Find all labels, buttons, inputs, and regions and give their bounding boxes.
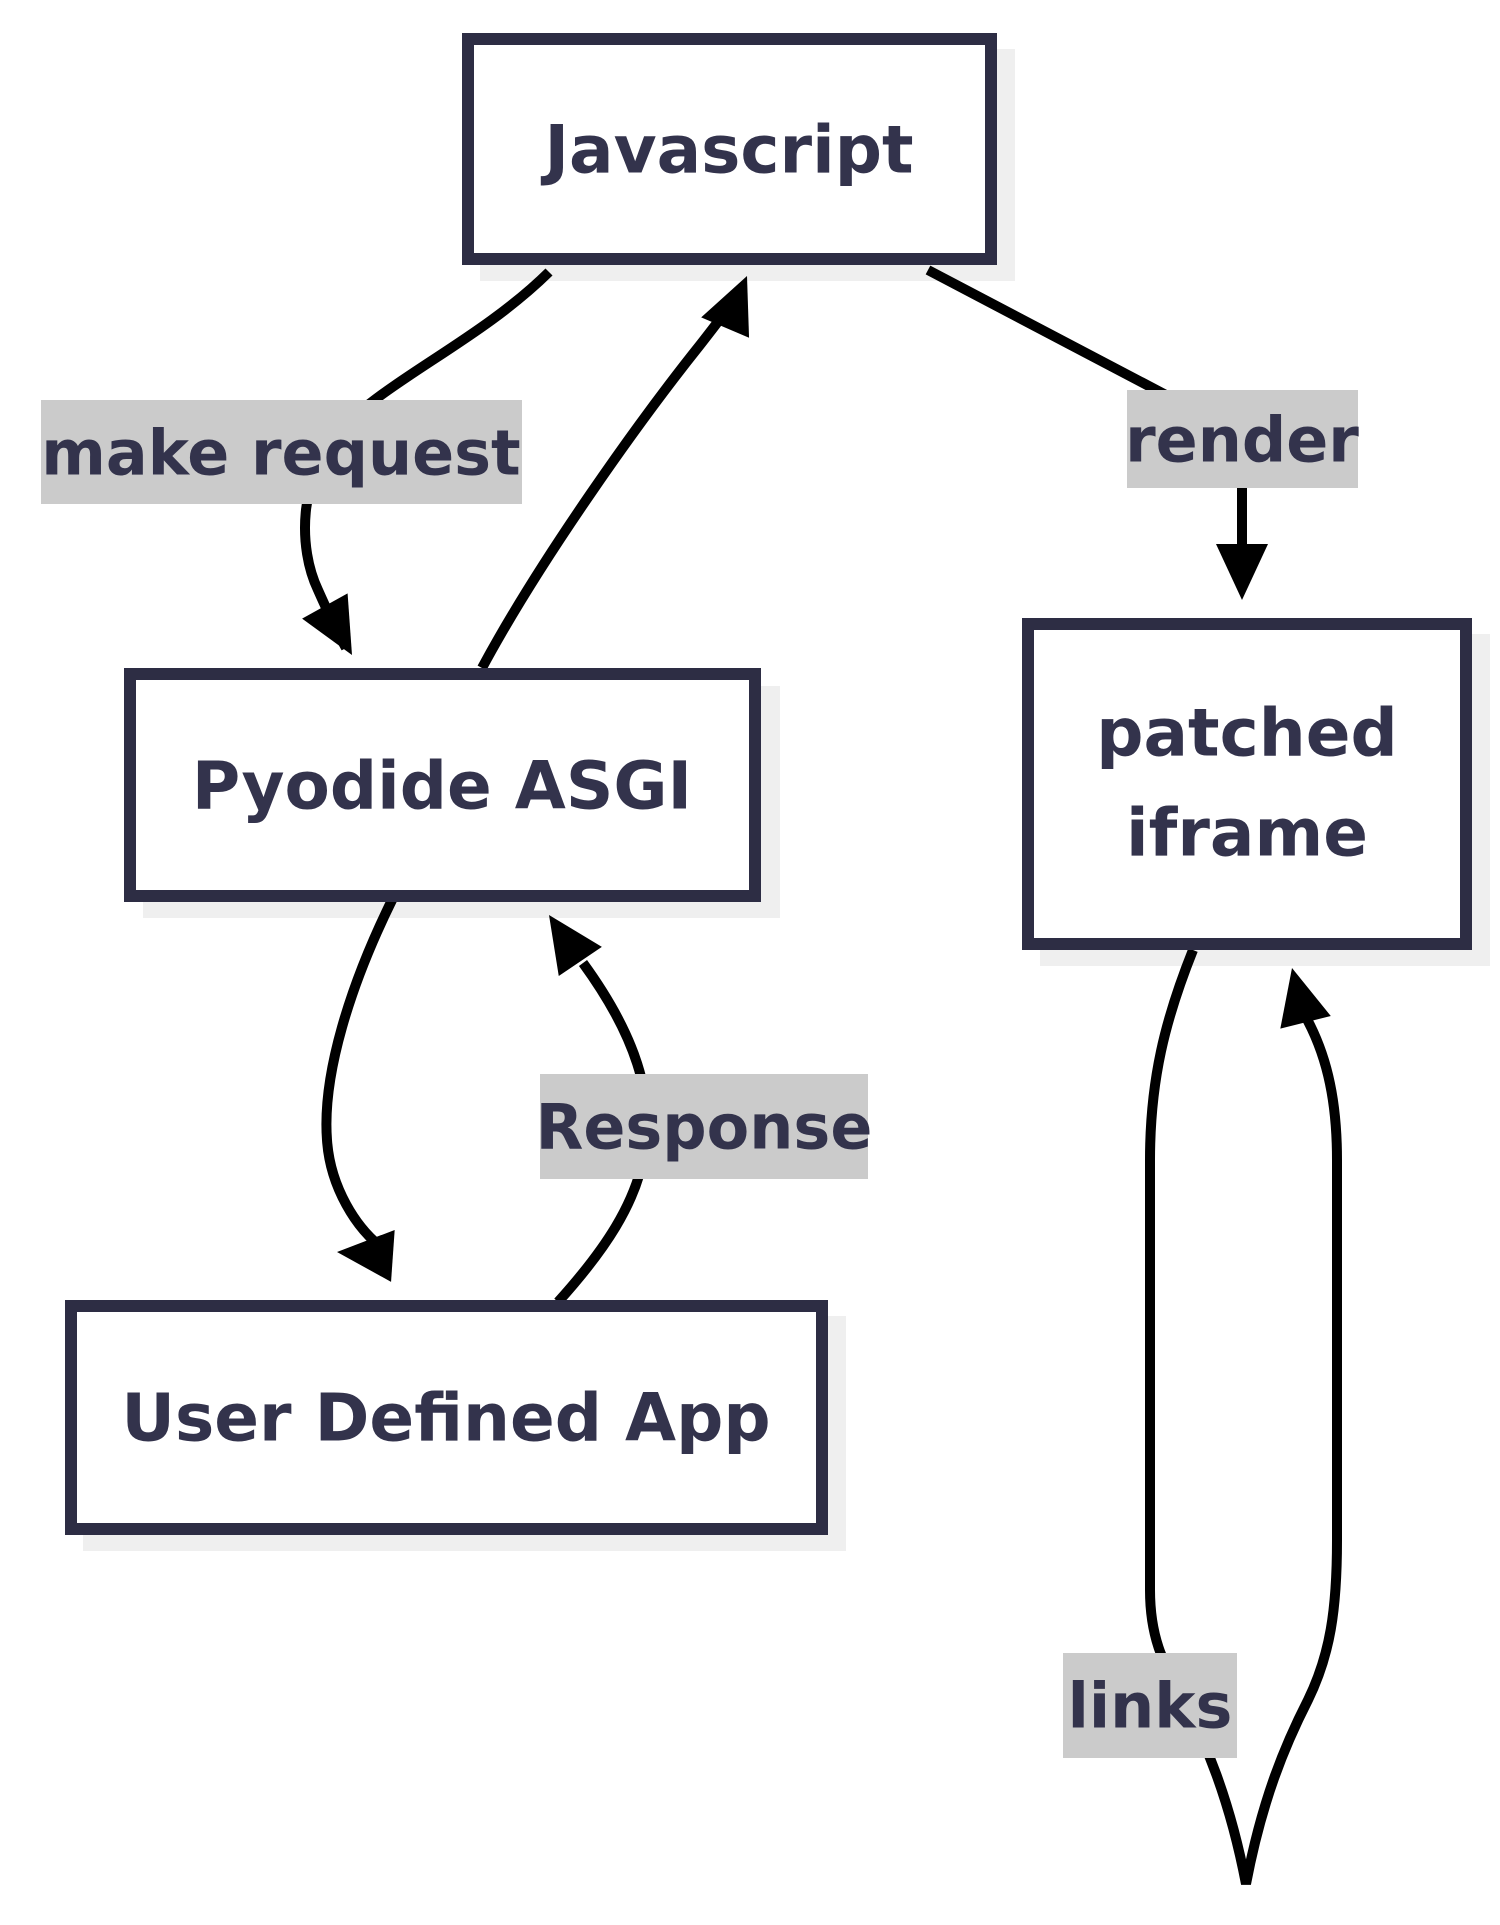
user-defined-app-node-box (65, 1300, 828, 1535)
arrowhead-links-icon (1280, 968, 1331, 1029)
render-label-bg (1127, 390, 1358, 488)
edge-label-response: Response (536, 1074, 873, 1179)
make-request-label-bg (41, 400, 522, 504)
user-defined-app-node-label: User Defined App (121, 1380, 770, 1457)
edge-label-render: render (1125, 390, 1359, 488)
response-label-text: Response (536, 1091, 873, 1164)
edge-label-make-request: make request (41, 400, 522, 504)
pyodide-asgi-node-box (124, 668, 761, 902)
arrowhead-render-icon (1216, 544, 1268, 600)
make-request-label-text: make request (41, 417, 520, 490)
node-javascript: Javascript (462, 33, 997, 265)
edge-label-links: links (1063, 1653, 1237, 1758)
edge-labels: make request render Response links (41, 390, 1359, 1758)
patched-iframe-node-label-line2: iframe (1126, 795, 1368, 872)
javascript-node-label: Javascript (540, 112, 913, 189)
arrowhead-return-icon (701, 276, 750, 338)
node-patched-iframe: patched iframe (1022, 618, 1472, 950)
pyodide-asgi-node-label: Pyodide ASGI (192, 748, 692, 825)
links-label-text: links (1068, 1670, 1233, 1743)
response-label-bg (540, 1074, 868, 1179)
edge-javascript-to-patched-iframe (925, 265, 1188, 410)
links-label-bg (1063, 1653, 1237, 1758)
patched-iframe-node-label-line1: patched (1096, 695, 1397, 772)
node-user-defined-app: User Defined App (65, 1300, 828, 1535)
arrowhead-make-request-icon (302, 593, 352, 655)
javascript-node-box (462, 33, 997, 265)
patched-iframe-node-box (1022, 618, 1472, 950)
render-label-text: render (1125, 404, 1359, 477)
arrowhead-to-user-app-icon (337, 1229, 395, 1282)
edge-patched-iframe-self-loop (1145, 948, 1342, 1885)
arrowhead-response-icon (549, 915, 602, 976)
node-pyodide-asgi: Pyodide ASGI (124, 668, 761, 902)
edge-pyodide-to-user-app (321, 895, 398, 1257)
